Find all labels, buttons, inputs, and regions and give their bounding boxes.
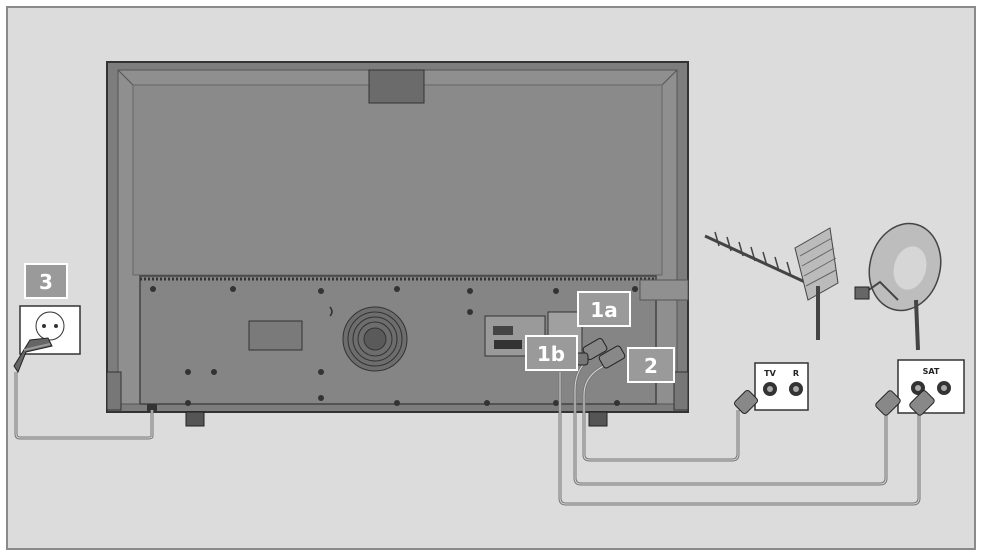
speaker-grille <box>342 306 408 372</box>
callout-3-label: 3 <box>39 270 53 294</box>
tv-back <box>106 61 689 427</box>
sat-port-label: SAT <box>923 367 940 376</box>
terrestrial-antenna-icon <box>704 227 839 340</box>
callout-1b: 1b <box>525 335 578 371</box>
radio-port-label: R <box>793 369 799 378</box>
power-inlet <box>147 404 157 412</box>
wall-power-socket <box>13 305 81 374</box>
satellite-dish-icon <box>854 222 942 351</box>
stand-foot-left <box>185 411 205 427</box>
callout-3: 3 <box>24 263 68 299</box>
rating-label <box>248 320 303 351</box>
callout-1a: 1a <box>577 291 631 327</box>
wall-mount-bracket <box>368 69 425 104</box>
screws <box>150 286 638 406</box>
stand-foot-right <box>588 411 608 427</box>
callout-2: 2 <box>627 347 675 383</box>
sat-wall-socket: SAT <box>875 359 965 416</box>
antenna-wall-socket: TV R <box>734 362 809 414</box>
tv-port-label: TV <box>764 369 776 378</box>
callout-1b-label: 1b <box>537 342 565 366</box>
callout-1a-label: 1a <box>590 298 617 322</box>
callout-2-label: 2 <box>644 354 658 378</box>
